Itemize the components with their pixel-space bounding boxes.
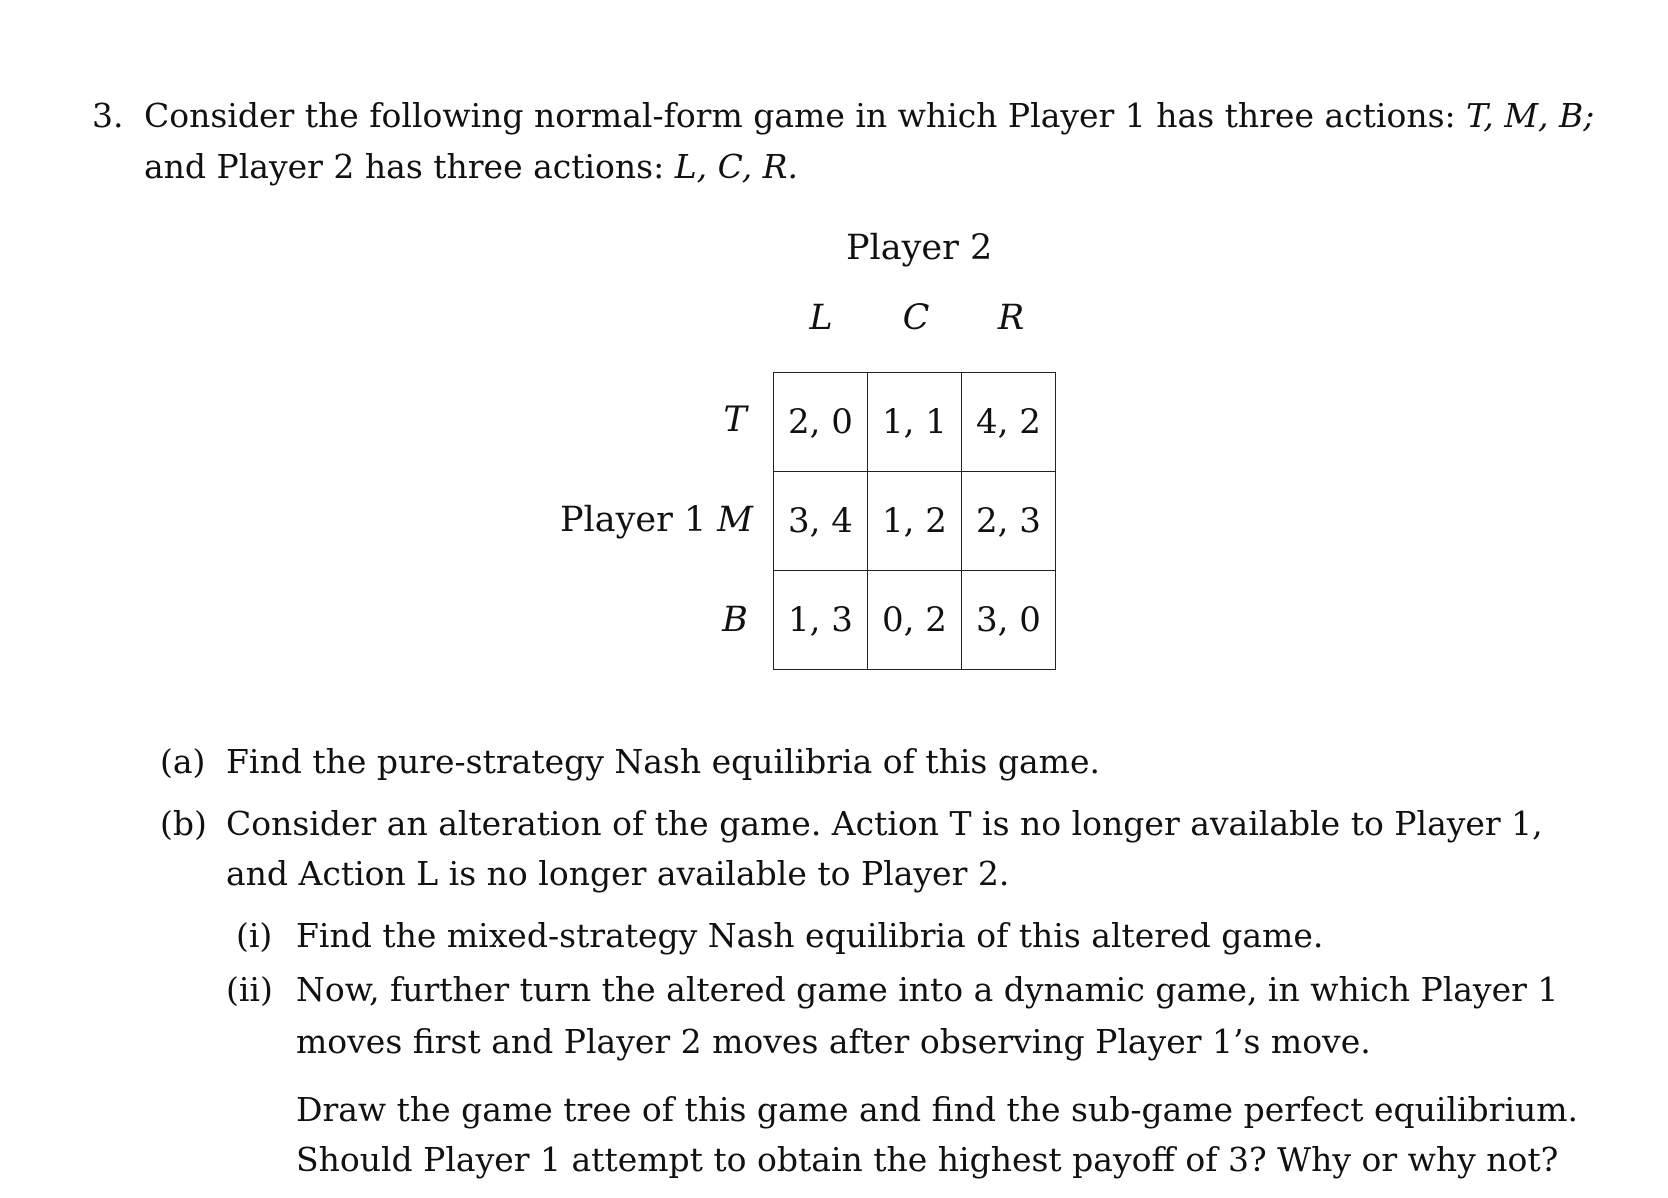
- part-ii-line-1: Now, further turn the altered game into …: [296, 970, 1559, 1009]
- row-label-m: M: [717, 500, 753, 540]
- part-i-label: (i): [236, 916, 273, 955]
- intro-line1-actions: T, M, B;: [1466, 96, 1595, 135]
- payoff-row-m: 3, 4 1, 2 2, 3: [773, 471, 1056, 571]
- player1-label: Player 1: [560, 500, 707, 540]
- payoff-cell-b-r: 3, 0: [961, 570, 1056, 670]
- part-b-line-1: Consider an alteration of the game. Acti…: [226, 804, 1543, 843]
- player2-label: Player 2: [846, 228, 993, 268]
- row-label-t: T: [723, 400, 747, 440]
- column-label-l: L: [809, 298, 833, 338]
- question-intro-line-1: Consider the following normal-form game …: [144, 96, 1594, 136]
- payoff-cell-m-c: 1, 2: [867, 471, 962, 571]
- part-ii-line-2: moves first and Player 2 moves after obs…: [296, 1022, 1371, 1061]
- part-b-line-2: and Action L is no longer available to P…: [226, 854, 1010, 893]
- payoff-cell-b-c: 0, 2: [867, 570, 962, 670]
- payoff-cell-b-l: 1, 3: [773, 570, 868, 670]
- question-number: 3.: [92, 96, 124, 135]
- payoff-cell-m-l: 3, 4: [773, 471, 868, 571]
- payoff-row-b: 1, 3 0, 2 3, 0: [773, 570, 1056, 670]
- payoff-cell-t-c: 1, 1: [867, 372, 962, 472]
- part-ii-line-3: Draw the game tree of this game and find…: [296, 1090, 1579, 1129]
- payoff-cell-m-r: 2, 3: [961, 471, 1056, 571]
- part-a-text: Find the pure-strategy Nash equilibria o…: [226, 742, 1100, 781]
- column-label-r: R: [997, 298, 1025, 338]
- part-ii-line-4: Should Player 1 attempt to obtain the hi…: [296, 1140, 1559, 1179]
- part-a-label: (a): [160, 742, 206, 781]
- part-ii-label: (ii): [226, 970, 273, 1009]
- intro-line1-text: Consider the following normal-form game …: [144, 96, 1456, 135]
- payoff-matrix: 2, 0 1, 1 4, 2 3, 4 1, 2 2, 3 1, 3 0, 2 …: [773, 372, 1056, 670]
- part-i-text: Find the mixed-strategy Nash equilibria …: [296, 916, 1324, 955]
- payoff-cell-t-r: 4, 2: [961, 372, 1056, 472]
- intro-line2-text: and Player 2 has three actions:: [144, 147, 665, 186]
- row-label-b: B: [722, 600, 748, 640]
- part-b-label: (b): [160, 804, 207, 843]
- question-intro-line-2: and Player 2 has three actions: L, C, R.: [144, 147, 798, 187]
- intro-line2-actions: L, C, R.: [674, 147, 799, 186]
- payoff-row-t: 2, 0 1, 1 4, 2: [773, 372, 1056, 472]
- payoff-cell-t-l: 2, 0: [773, 372, 868, 472]
- column-label-c: C: [902, 298, 930, 338]
